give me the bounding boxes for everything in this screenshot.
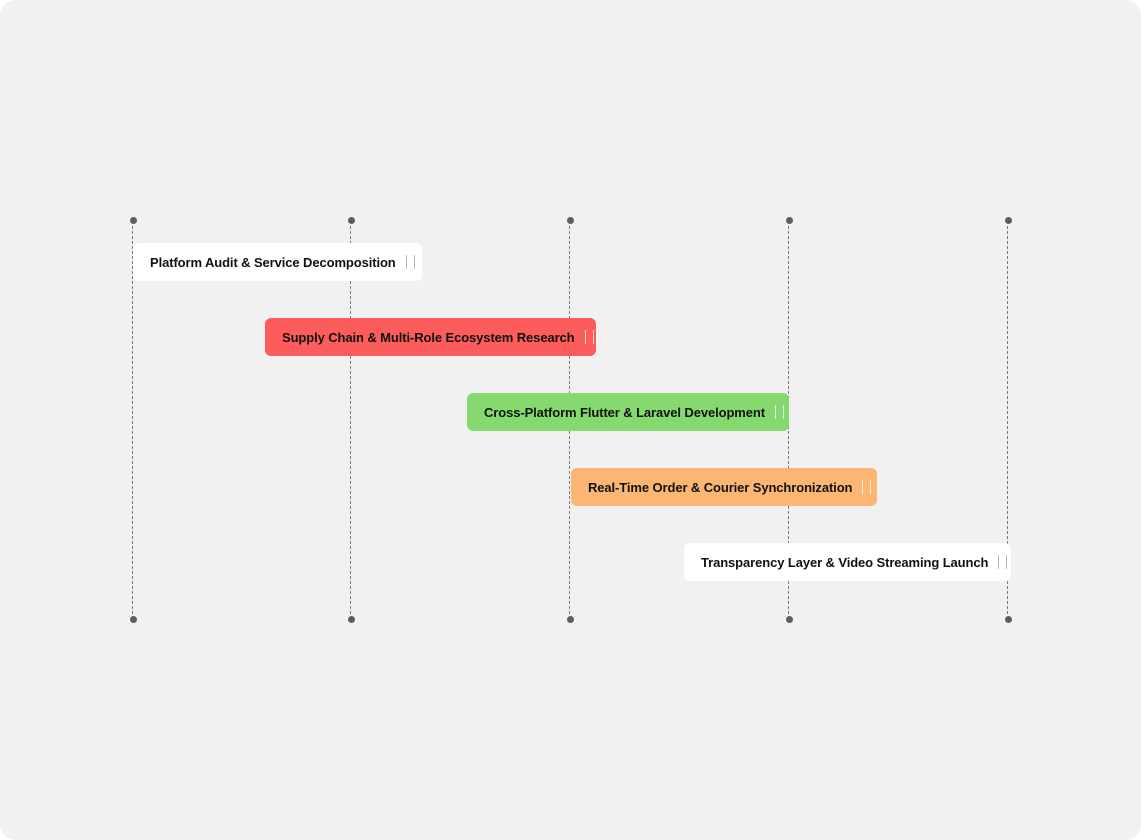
- task-label: Real-Time Order & Courier Synchronizatio…: [588, 479, 853, 495]
- drag-handle-icon[interactable]: [862, 480, 872, 494]
- task-label: Platform Audit & Service Decomposition: [150, 254, 396, 270]
- task-bar-order-courier-sync[interactable]: Real-Time Order & Courier Synchronizatio…: [571, 468, 877, 506]
- drag-handle-icon[interactable]: [405, 255, 415, 269]
- drag-handle-icon[interactable]: [774, 405, 784, 419]
- timeline-gridline: [1007, 226, 1008, 614]
- gridline-top-dot: [786, 217, 793, 224]
- timeline-gridline: [132, 226, 133, 614]
- task-bar-supply-chain-research[interactable]: Supply Chain & Multi-Role Ecosystem Rese…: [265, 318, 596, 356]
- gridline-top-dot: [348, 217, 355, 224]
- gridline-bottom-dot: [786, 616, 793, 623]
- task-label: Transparency Layer & Video Streaming Lau…: [701, 554, 989, 570]
- gridline-bottom-dot: [130, 616, 137, 623]
- timeline-gridline: [350, 226, 351, 614]
- gridline-top-dot: [567, 217, 574, 224]
- task-bar-flutter-laravel-development[interactable]: Cross-Platform Flutter & Laravel Develop…: [467, 393, 789, 431]
- task-label: Cross-Platform Flutter & Laravel Develop…: [484, 404, 765, 420]
- task-bar-platform-audit[interactable]: Platform Audit & Service Decomposition: [133, 243, 422, 281]
- task-bar-transparency-video-launch[interactable]: Transparency Layer & Video Streaming Lau…: [684, 543, 1011, 581]
- drag-handle-icon[interactable]: [998, 555, 1008, 569]
- gridline-top-dot: [1005, 217, 1012, 224]
- gridline-bottom-dot: [348, 616, 355, 623]
- gridline-top-dot: [130, 217, 137, 224]
- gridline-bottom-dot: [567, 616, 574, 623]
- drag-handle-icon[interactable]: [584, 330, 594, 344]
- task-label: Supply Chain & Multi-Role Ecosystem Rese…: [282, 329, 575, 345]
- gridline-bottom-dot: [1005, 616, 1012, 623]
